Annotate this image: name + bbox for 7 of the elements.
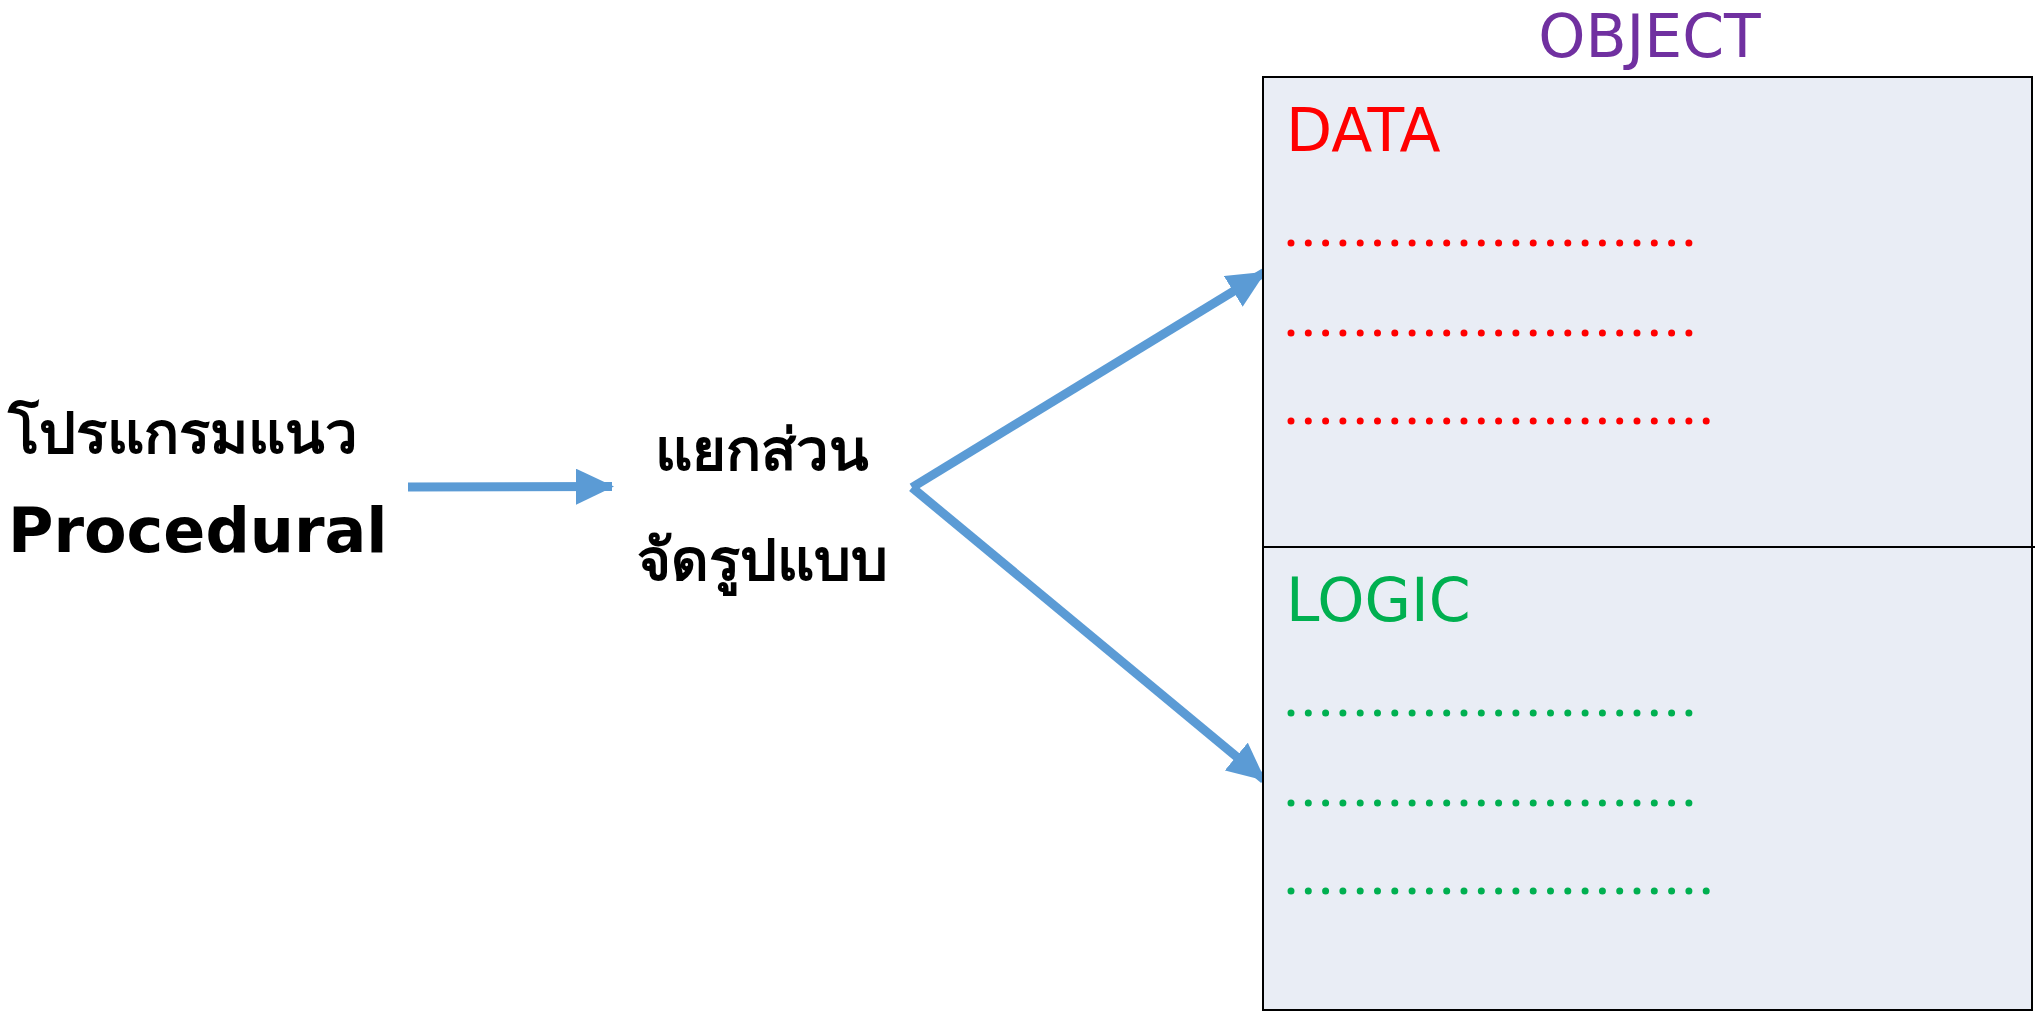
thai-text: แยกส่วน จัดรูปแบบ xyxy=(635,415,889,598)
section-heading: LOGIC xyxy=(1286,564,1471,636)
title-text: Procedural xyxy=(8,493,389,569)
section-heading: DATA xyxy=(1286,94,1441,166)
thai-text: โปรแกรมแนว xyxy=(8,398,359,469)
heading: OBJECT xyxy=(1537,0,1762,72)
arrow xyxy=(408,468,614,505)
